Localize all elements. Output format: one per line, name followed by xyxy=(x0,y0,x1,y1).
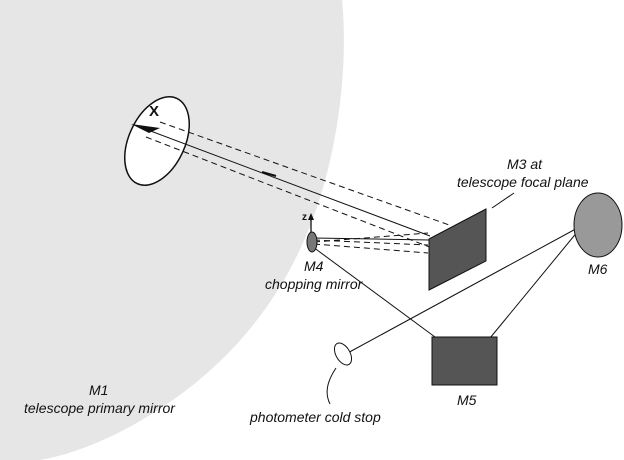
beam-m4-m5 xyxy=(312,246,436,338)
z-axis-arrowhead xyxy=(308,213,314,220)
z-axis-label: z xyxy=(302,212,307,223)
m1-primary-mirror-shape xyxy=(0,0,344,460)
m3-mirror xyxy=(428,208,487,291)
source-marker-label: X xyxy=(149,103,159,120)
beam-m5-m6 xyxy=(489,224,584,339)
m1-name-label: M1 xyxy=(89,382,108,398)
beam-solid-source-m3 xyxy=(139,126,431,237)
beam-dashed-m4-m3-c xyxy=(313,239,429,246)
beam-m6-coldstop xyxy=(343,224,584,356)
source-arrow xyxy=(131,124,160,133)
cold-stop-label: photometer cold stop xyxy=(249,409,381,425)
m4-name-label: M4 xyxy=(304,258,324,274)
beam-solid-m4-m3 xyxy=(313,237,430,241)
m4-desc-label: chopping mirror xyxy=(265,276,364,292)
m5-mirror xyxy=(431,336,498,386)
m6-name-label: M6 xyxy=(588,261,608,277)
beam-dashed-upper-source-m3 xyxy=(159,121,453,227)
beam-dashed-m4-m3-a xyxy=(313,232,429,243)
m3-desc-label: telescope focal plane xyxy=(457,174,589,190)
m3-leader xyxy=(491,192,515,209)
beam-dashed-m4-m3-b xyxy=(313,243,429,254)
beam-small-mark xyxy=(261,171,277,177)
m6-mirror xyxy=(573,192,623,258)
cold-stop-leader xyxy=(326,367,337,405)
m5-name-label: M5 xyxy=(457,392,477,408)
cold-stop-aperture xyxy=(333,342,353,366)
beam-dashed-lower-source-m3 xyxy=(145,136,433,249)
m4-chopping-mirror xyxy=(306,231,318,253)
m3-name-label: M3 at xyxy=(507,156,543,172)
m1-desc-label: telescope primary mirror xyxy=(24,400,176,416)
